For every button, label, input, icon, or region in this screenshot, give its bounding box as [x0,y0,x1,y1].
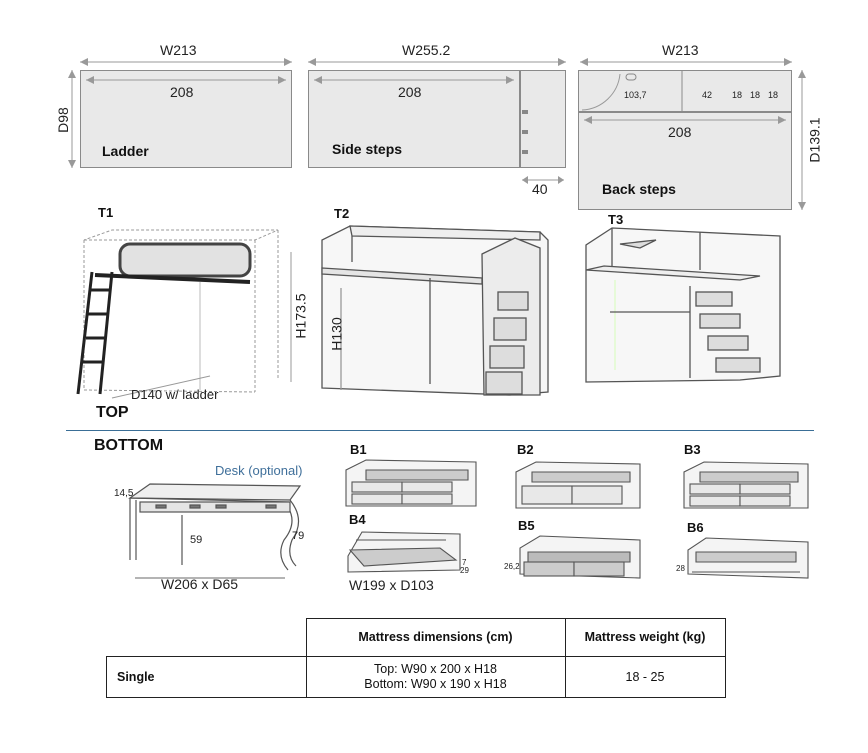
plan-inner-label: 208 [668,124,692,140]
b4-dim-a: 7 [462,558,467,567]
plan-sub-label: 18 [750,90,761,100]
b5-drawing [519,535,641,579]
plan-width-label: W213 [662,42,699,58]
table-cell-type: Single [106,655,307,698]
b4-size-label: W199 x D103 [349,577,434,593]
table-cell-weight: 18 - 25 [564,655,726,698]
table-cell-dims-bottom: Bottom: W90 x 190 x H18 [364,676,507,691]
plan-ladder: W213 208 D98 Ladder [55,38,302,178]
desk-title: Desk (optional) [215,463,303,478]
plan-back-steps: 103,7 42 18 18 18 W213 208 D139.1 Back s… [572,38,832,218]
plan-width-label: W255.2 [402,42,451,58]
b5-dim: 26,2 [504,562,520,571]
view-code-t3: T3 [608,212,624,227]
table-empty-cell [106,618,307,657]
plan-inner-label: 208 [398,84,422,100]
plan-ladder-panel [80,70,292,168]
b1-drawing [345,459,477,507]
plan-side-steps-panel [308,70,520,168]
section-title-top: TOP [96,404,129,421]
plan-back-steps-inner [581,70,786,124]
table-cell-dims-top: Top: W90 x 200 x H18 [374,661,497,676]
note-label-t1: D140 w/ ladder [131,387,219,402]
plan-width-label: W213 [160,42,197,58]
view-code-b5: B5 [518,518,535,533]
desk-dim-left: 14,5 [114,488,134,499]
plan-extra-label: 40 [532,181,548,197]
plan-back-steps-dims [580,58,806,210]
table-header: Mattress weight (kg) [564,618,726,657]
t1-drawing [76,229,292,399]
desk-dim-mid: 59 [190,534,203,546]
t3-drawing [585,227,781,383]
table-cell-dims: Top: W90 x 200 x H18 Bottom: W90 x 190 x… [305,655,566,698]
view-code-t1: T1 [98,205,114,220]
plan-type-label: Back steps [602,181,676,197]
view-code-b3: B3 [684,442,701,457]
b6-drawing [687,537,809,579]
table-header: Mattress dimensions (cm) [305,618,566,657]
b6-dim: 28 [676,564,685,573]
view-code-b4: B4 [349,512,366,527]
view-code-b2: B2 [517,442,534,457]
view-code-b1: B1 [350,442,367,457]
plan-ladder-inner-arrow [86,76,286,84]
plan-inner-label: 208 [170,84,194,100]
desk-dim-right: 79 [292,530,305,542]
section-divider [66,430,814,431]
plan-back-steps-panel [578,112,792,210]
plan-sub-label: 18 [732,90,743,100]
b2-drawing [515,461,641,509]
view-code-t2: T2 [334,206,350,221]
table-row: Single Top: W90 x 200 x H18 Bottom: W90 … [106,655,726,698]
plan-sub-label: 42 [702,90,713,100]
b4-drawing [347,531,461,573]
plan-side-steps-inner [314,76,528,154]
desk-size-label: W206 x D65 [161,576,239,592]
plan-back-steps-stairs [578,70,792,112]
plan-type-label: Ladder [102,143,149,159]
view-code-b6: B6 [687,520,704,535]
t2-drawing [321,225,549,396]
plan-ladder-dims [68,58,292,168]
b4-dim-b: 29 [460,566,469,575]
section-title-bottom: BOTTOM [94,437,164,454]
plan-type-label: Side steps [332,141,403,157]
table-header-row: Mattress dimensions (cm) Mattress weight… [106,618,726,657]
plan-sub-label: 18 [768,90,779,100]
plan-side-steps: W255.2 208 Side steps 40 [300,38,575,198]
plan-sub-label: 103,7 [624,90,647,100]
mattress-table: Mattress dimensions (cm) Mattress weight… [106,618,726,698]
b3-drawing [683,461,809,509]
plan-side-steps-dims [308,58,566,184]
